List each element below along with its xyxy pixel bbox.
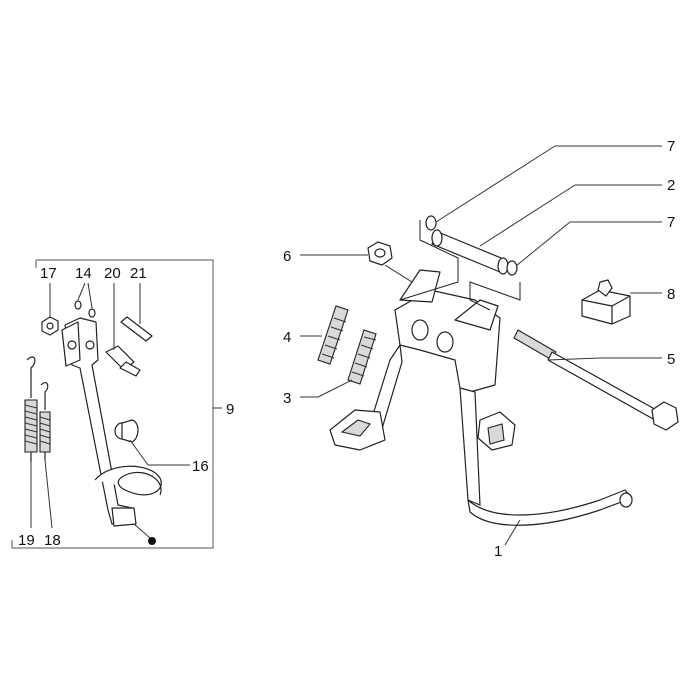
- part-2-pivot-tube[interactable]: [431, 229, 509, 275]
- part-18-spring[interactable]: [39, 382, 51, 460]
- part-17-nut[interactable]: [41, 316, 59, 336]
- label-part-17: 17: [40, 265, 57, 282]
- part-21-pin[interactable]: [120, 316, 153, 342]
- part-19-spring[interactable]: [24, 356, 38, 462]
- stand-wire-loop: [94, 465, 162, 496]
- label-part-8: 8: [667, 286, 675, 303]
- reference-dot-marker: [148, 537, 156, 545]
- label-part-14: 14: [75, 265, 92, 282]
- part-20-screw[interactable]: [105, 345, 141, 377]
- label-part-7-bottom: 7: [667, 214, 675, 231]
- part-8-rubber-block[interactable]: [581, 279, 631, 325]
- label-part-5: 5: [667, 351, 675, 368]
- assembly-guide-lines: [384, 220, 521, 311]
- label-part-3: 3: [283, 390, 291, 407]
- label-part-20: 20: [104, 265, 121, 282]
- label-part-7-top: 7: [667, 138, 675, 155]
- label-part-16: 16: [192, 458, 209, 475]
- part-5-pivot-bolt[interactable]: [513, 329, 679, 431]
- label-part-19: 19: [18, 532, 35, 549]
- right-leader-lines: [300, 145, 662, 546]
- part-6-nut[interactable]: [367, 241, 393, 266]
- part-4-spring[interactable]: [317, 305, 349, 365]
- label-part-18: 18: [44, 532, 61, 549]
- label-part-2: 2: [667, 177, 675, 194]
- label-part-6: 6: [283, 248, 291, 265]
- side-stand-leg[interactable]: [61, 317, 137, 527]
- foot-rest-plate[interactable]: [329, 409, 386, 451]
- side-stand-kit-frame: [11, 259, 222, 549]
- label-part-9: 9: [226, 401, 234, 418]
- part-14-washers[interactable]: [74, 300, 96, 318]
- label-part-1: 1: [494, 543, 502, 560]
- label-part-21: 21: [130, 265, 147, 282]
- part-3-spring[interactable]: [347, 329, 377, 385]
- part-7-orings[interactable]: [425, 215, 518, 276]
- left-leader-lines: [30, 282, 190, 539]
- part-16-rubber-pad[interactable]: [114, 419, 139, 443]
- label-part-4: 4: [283, 329, 291, 346]
